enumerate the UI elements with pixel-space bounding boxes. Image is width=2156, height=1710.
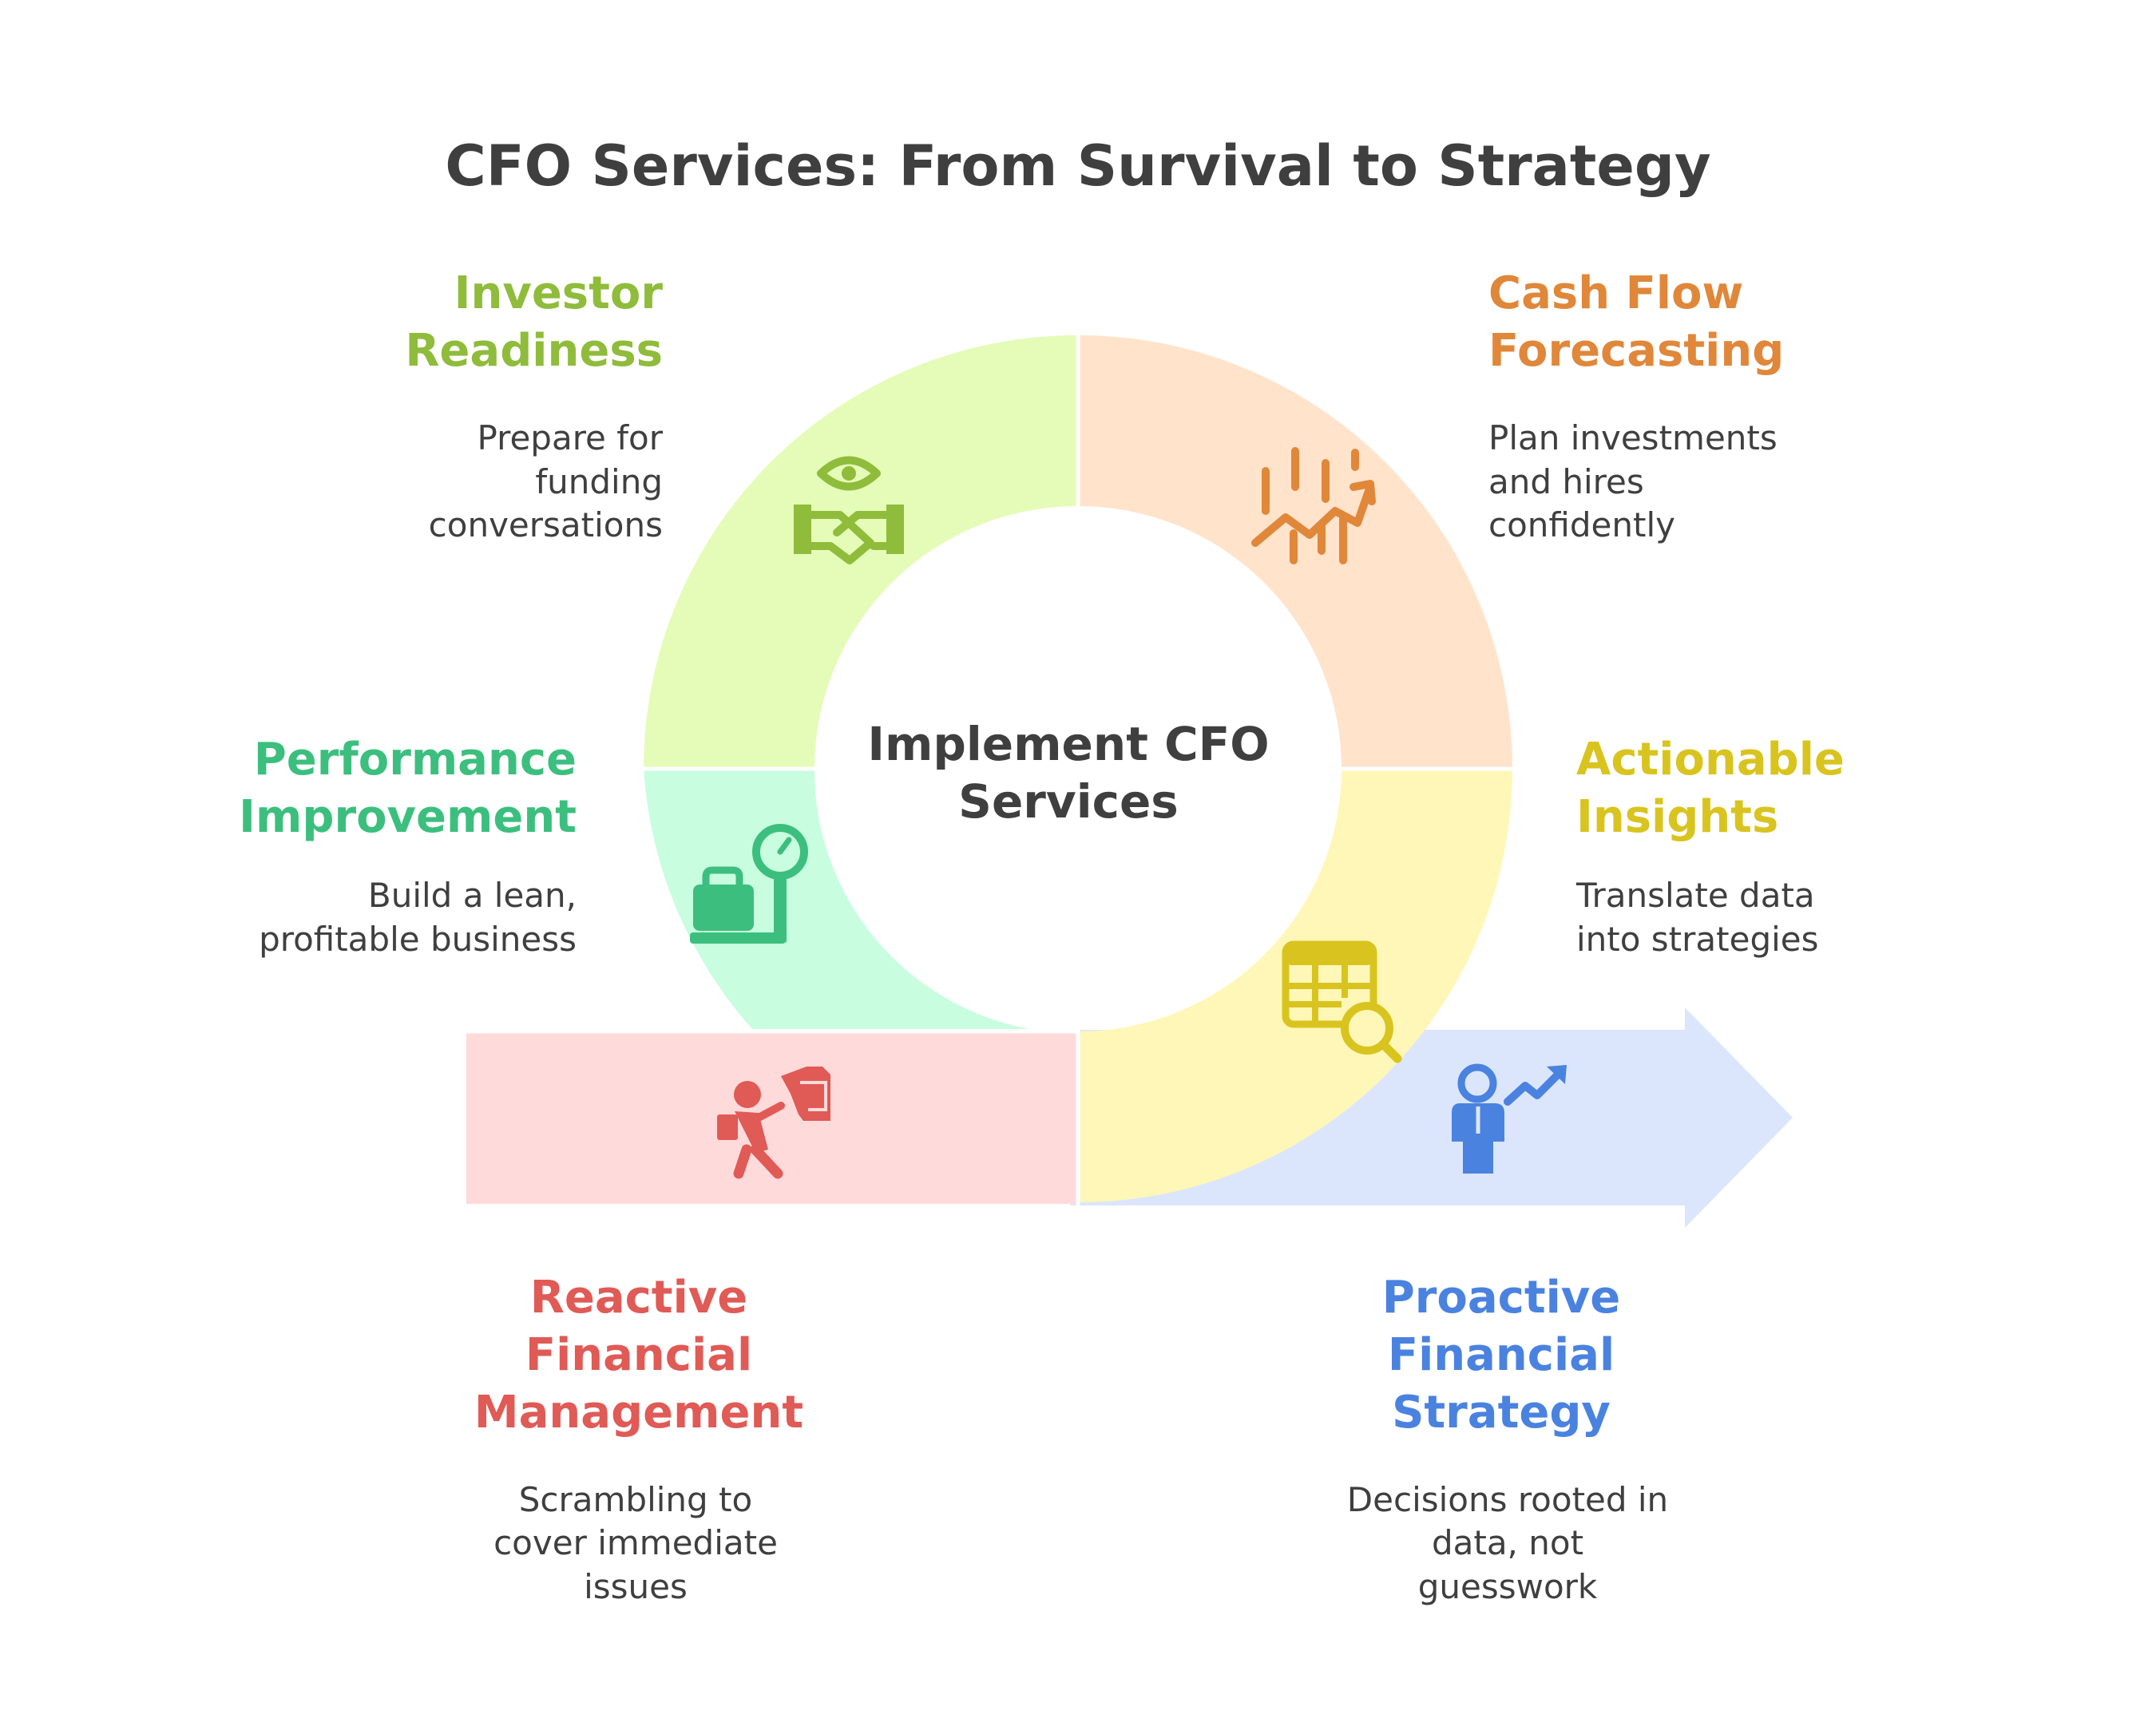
chart-arrow-icon (1251, 447, 1376, 564)
handshake-eye-icon (794, 456, 904, 564)
investor-desc-line-2: funding (535, 462, 663, 501)
investor-desc-line-3: conversations (429, 505, 663, 544)
proactive-desc-line-2: data, not (1432, 1523, 1583, 1562)
table-search-icon (1282, 940, 1402, 1063)
reactive-label: Reactive Financial Management Scrambling… (474, 1272, 803, 1606)
investor-heading-line-1: Investor (454, 267, 664, 319)
investor-readiness-label: Investor Readiness Prepare for funding c… (405, 267, 663, 544)
center-label-line-1: Implement CFO (867, 717, 1269, 771)
performance-desc-line-2: profitable business (259, 920, 577, 959)
insights-heading-line-1: Actionable (1576, 734, 1845, 786)
cash-flow-heading-line-1: Cash Flow (1488, 267, 1743, 319)
person-escaping-icon (717, 1067, 830, 1179)
center-label-line-2: Services (958, 774, 1179, 829)
businessman-growth-icon (1452, 1063, 1567, 1174)
performance-label: Performance Improvement Build a lean, pr… (239, 734, 577, 959)
cash-flow-desc-line-3: confidently (1488, 505, 1675, 544)
insights-heading-line-2: Insights (1576, 791, 1778, 843)
reactive-heading-line-1: Reactive (530, 1272, 748, 1324)
insights-label: Actionable Insights Translate data into … (1575, 734, 1845, 959)
center-circle (817, 508, 1339, 1030)
reactive-desc-line-3: issues (584, 1567, 688, 1606)
reactive-band (466, 1031, 1076, 1204)
investor-heading-line-2: Readiness (405, 325, 663, 377)
cash-flow-label: Cash Flow Forecasting Plan investments a… (1488, 267, 1784, 544)
reactive-heading-line-2: Financial (525, 1329, 752, 1381)
proactive-heading-line-2: Financial (1388, 1329, 1615, 1381)
reactive-heading-line-3: Management (474, 1387, 803, 1439)
cash-flow-desc-line-1: Plan investments (1488, 418, 1778, 457)
diagram-title: CFO Services: From Survival to Strategy (445, 133, 1710, 199)
proactive-label: Proactive Financial Strategy Decisions r… (1347, 1272, 1668, 1606)
proactive-heading-line-3: Strategy (1392, 1387, 1611, 1439)
cash-flow-desc-line-2: and hires (1488, 462, 1644, 501)
performance-heading-line-1: Performance (254, 734, 577, 786)
proactive-desc-line-3: guesswork (1418, 1567, 1598, 1606)
briefcase-scale-icon (690, 824, 808, 944)
reactive-desc-line-1: Scrambling to (519, 1480, 752, 1519)
proactive-desc-line-1: Decisions rooted in (1347, 1480, 1668, 1519)
segment-performance (644, 769, 1030, 1029)
investor-desc-line-1: Prepare for (478, 418, 664, 457)
cash-flow-heading-line-2: Forecasting (1488, 325, 1784, 377)
performance-desc-line-1: Build a lean, (368, 876, 577, 915)
reactive-desc-line-2: cover immediate (493, 1523, 778, 1562)
proactive-heading-line-1: Proactive (1382, 1272, 1621, 1324)
insights-desc-line-1: Translate data (1575, 876, 1815, 915)
performance-heading-line-2: Improvement (239, 791, 577, 843)
insights-desc-line-2: into strategies (1576, 920, 1819, 959)
